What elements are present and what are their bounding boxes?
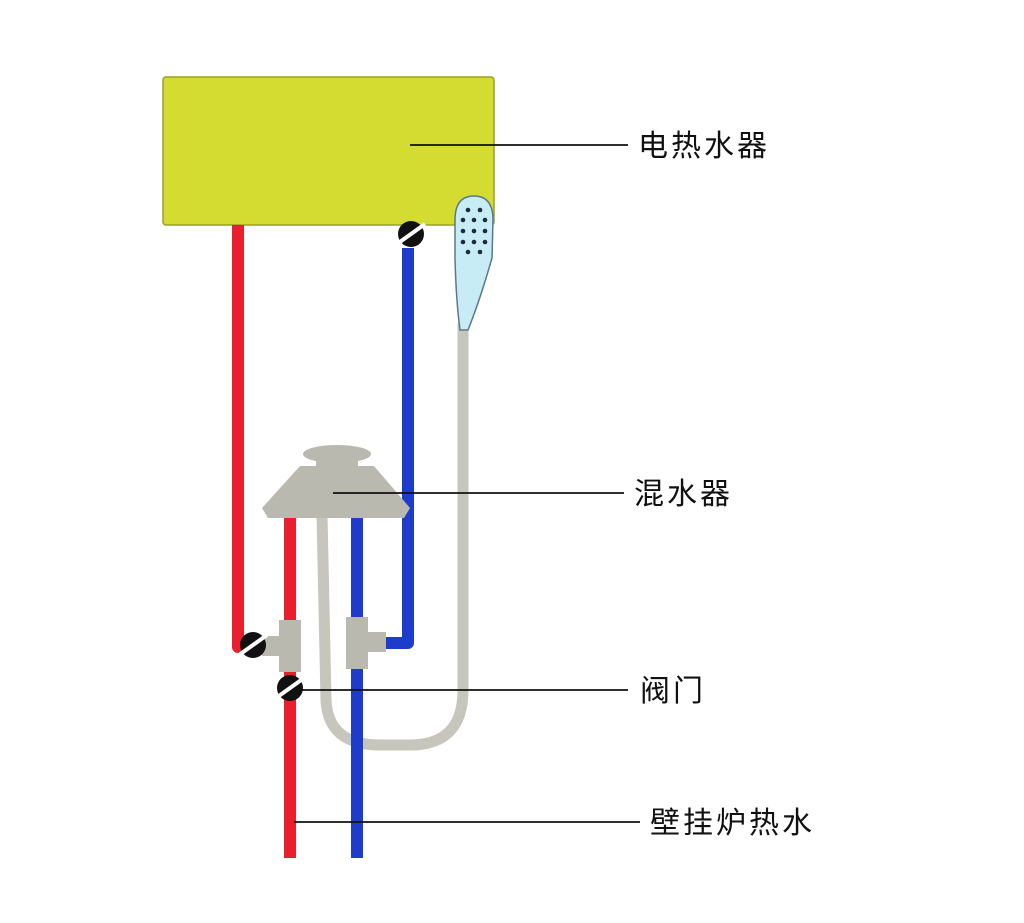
cold-tee-fitting	[346, 617, 386, 669]
valve-icon[interactable]	[274, 675, 306, 701]
shower-head-icon	[454, 195, 494, 331]
mixer	[262, 445, 410, 518]
valve-icon[interactable]	[395, 221, 427, 247]
label-mixer: 混水器	[634, 477, 733, 512]
water-heater-body	[162, 76, 495, 226]
label-valve: 阀门	[640, 674, 706, 709]
hot-tee-fitting	[262, 620, 301, 672]
label-water-heater: 电热水器	[638, 129, 770, 164]
hot-pipe-upper	[232, 225, 262, 653]
shower-hose	[316, 319, 469, 751]
label-boiler-hot-water: 壁挂炉热水	[650, 806, 815, 841]
cold-pipe-upper	[375, 248, 414, 649]
valve-icon[interactable]	[237, 632, 269, 658]
